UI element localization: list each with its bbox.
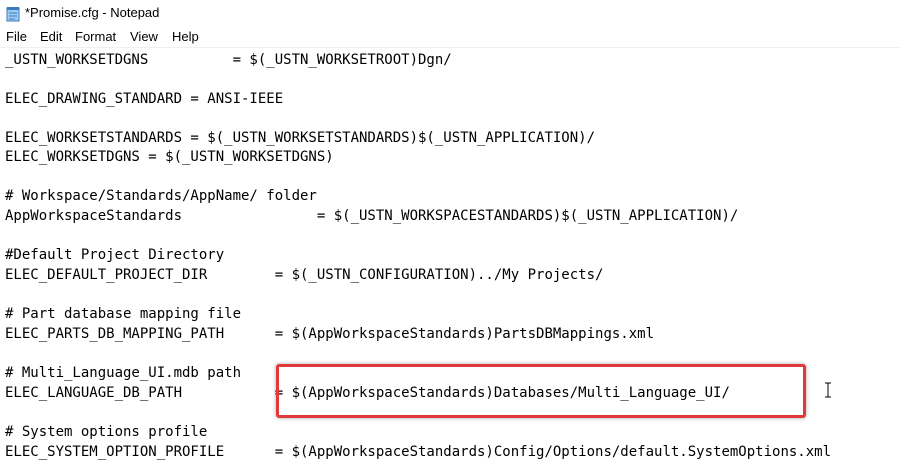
menu-view[interactable]: View <box>130 29 158 44</box>
text-editor[interactable]: _USTN_WORKSETDGNS = $(_USTN_WORKSETROOT)… <box>0 47 900 475</box>
text-line: ELEC_LANGUAGE_DB_PATH = $(AppWorkspaceSt… <box>5 385 730 401</box>
text-line: # Workspace/Standards/AppName/ folder <box>5 188 317 204</box>
text-line: # System options profile <box>5 424 208 440</box>
notepad-icon <box>6 6 20 22</box>
text-cursor-icon <box>824 382 832 398</box>
menu-bar: File Edit Format View Help <box>0 27 900 47</box>
menu-file[interactable]: File <box>6 29 27 44</box>
menu-edit[interactable]: Edit <box>40 29 63 44</box>
text-line: ELEC_WORKSETSTANDARDS = $(_USTN_WORKSETS… <box>5 130 596 146</box>
highlight-box <box>276 364 806 418</box>
text-line: ELEC_SYSTEM_OPTION_PROFILE = $(AppWorksp… <box>5 444 832 460</box>
text-line: _USTN_WORKSETDGNS = $(_USTN_WORKSETROOT)… <box>5 52 452 68</box>
menu-help[interactable]: Help <box>172 29 199 44</box>
text-line: ELEC_WORKSETDGNS = $(_USTN_WORKSETDGNS) <box>5 149 334 165</box>
text-line: ELEC_PARTS_DB_MAPPING_PATH = $(AppWorksp… <box>5 326 655 342</box>
text-line: AppWorkspaceStandards = $(_USTN_WORKSPAC… <box>5 208 739 224</box>
menu-format[interactable]: Format <box>75 29 117 44</box>
text-line: ELEC_DRAWING_STANDARD = ANSI-IEEE <box>5 91 284 107</box>
text-line: # Multi_Language_UI.mdb path <box>5 365 242 381</box>
text-line: #Default Project Directory <box>5 247 225 263</box>
title-bar: *Promise.cfg - Notepad <box>0 0 900 27</box>
window-title: *Promise.cfg - Notepad <box>25 5 160 20</box>
text-line: ELEC_DEFAULT_PROJECT_DIR = $(_USTN_CONFI… <box>5 267 604 283</box>
text-line: # Part database mapping file <box>5 306 242 322</box>
